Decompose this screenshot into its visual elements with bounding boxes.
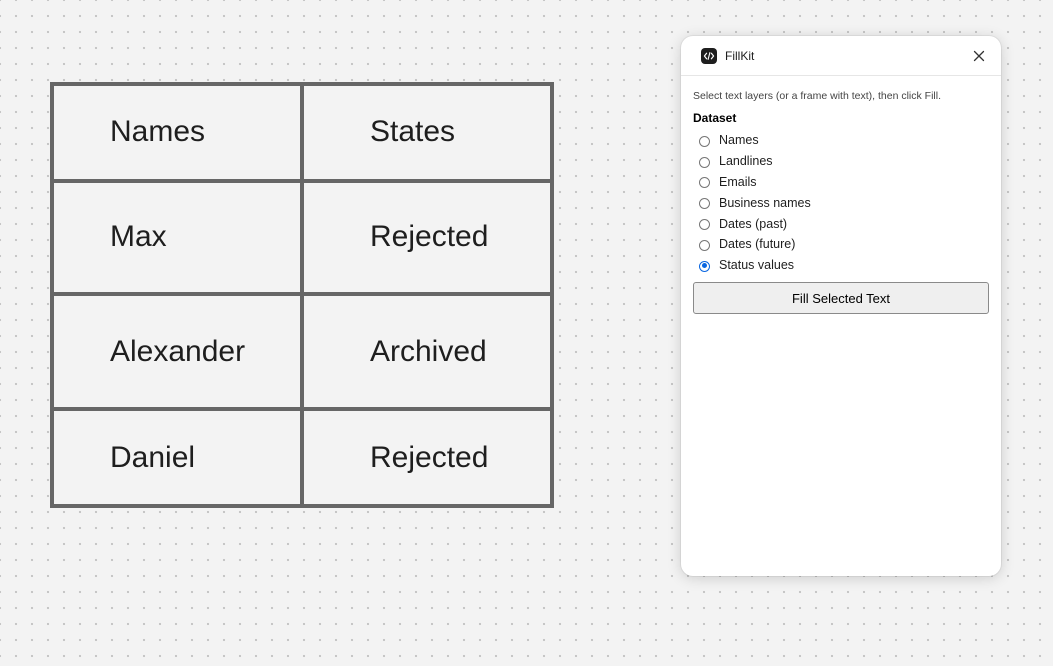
data-table: Names States Max Rejected Alexander Arch… bbox=[54, 86, 550, 504]
table-row: Alexander Archived bbox=[54, 291, 550, 412]
dataset-option-business-names[interactable]: Business names bbox=[693, 192, 989, 213]
option-label: Status values bbox=[719, 258, 795, 273]
dataset-option-status-values[interactable]: Status values bbox=[693, 255, 989, 276]
code-brackets-icon bbox=[701, 48, 717, 64]
table-cell[interactable]: Archived bbox=[300, 291, 550, 412]
radio-button[interactable] bbox=[699, 156, 710, 168]
radio-button[interactable] bbox=[699, 177, 710, 189]
option-label: Names bbox=[719, 133, 759, 148]
close-icon[interactable] bbox=[969, 46, 989, 66]
panel-body: Select text layers (or a frame with text… bbox=[681, 76, 1001, 314]
option-label: Dates (past) bbox=[719, 216, 788, 231]
radio-button[interactable] bbox=[699, 219, 710, 231]
table-cell[interactable]: Max bbox=[54, 178, 304, 296]
table-cell[interactable]: Alexander bbox=[54, 291, 304, 412]
radio-button[interactable] bbox=[699, 198, 710, 210]
fill-selected-text-button[interactable]: Fill Selected Text bbox=[693, 281, 989, 314]
table-cell[interactable]: Daniel bbox=[54, 407, 304, 504]
dataset-option-dates-future[interactable]: Dates (future) bbox=[693, 234, 989, 255]
dataset-option-emails[interactable]: Emails bbox=[693, 172, 989, 193]
panel-header: FillKit bbox=[681, 36, 1001, 76]
option-label: Business names bbox=[719, 195, 811, 210]
dataset-option-dates-past[interactable]: Dates (past) bbox=[693, 213, 989, 234]
radio-button[interactable] bbox=[699, 239, 710, 251]
dataset-option-landlines[interactable]: Landlines bbox=[693, 151, 989, 172]
dataset-heading: Dataset bbox=[693, 111, 737, 125]
table-cell[interactable]: Rejected bbox=[300, 407, 550, 504]
table-cell[interactable]: Names bbox=[54, 86, 304, 183]
table-cell[interactable]: Rejected bbox=[300, 178, 550, 296]
plugin-panel: FillKit Select text layers (or a frame w… bbox=[681, 36, 1001, 576]
option-label: Dates (future) bbox=[719, 237, 796, 252]
radio-button[interactable] bbox=[699, 260, 710, 272]
dataset-option-names[interactable]: Names bbox=[693, 130, 989, 151]
option-label: Emails bbox=[719, 174, 757, 189]
table-row: Max Rejected bbox=[54, 178, 550, 296]
radio-button[interactable] bbox=[699, 135, 710, 147]
table-row: Daniel Rejected bbox=[54, 407, 550, 504]
table-cell[interactable]: States bbox=[300, 86, 550, 183]
table-row: Names States bbox=[54, 86, 550, 183]
panel-title: FillKit bbox=[725, 49, 755, 63]
option-label: Landlines bbox=[719, 154, 773, 169]
canvas-table-frame[interactable]: Names States Max Rejected Alexander Arch… bbox=[50, 82, 554, 508]
instruction-text: Select text layers (or a frame with text… bbox=[693, 90, 941, 102]
dataset-radio-group: Names Landlines Emails Business names Da… bbox=[693, 130, 989, 276]
